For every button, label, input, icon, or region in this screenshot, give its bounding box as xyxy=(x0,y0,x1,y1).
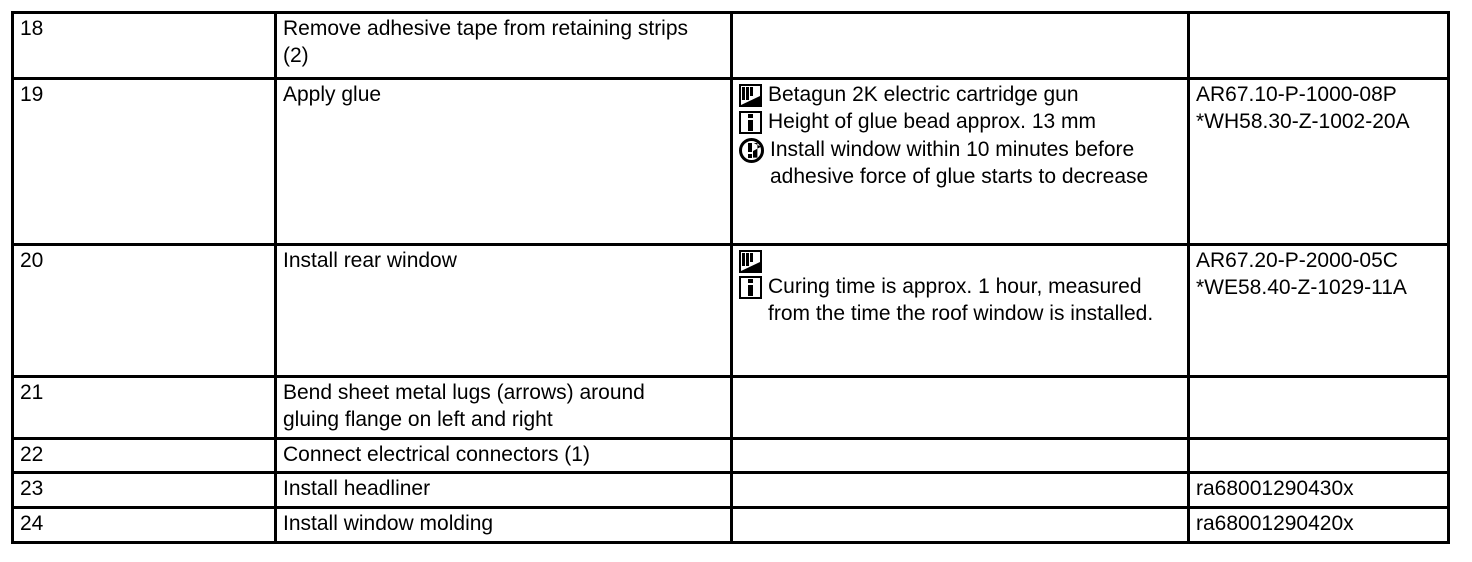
reference-document-cell: AR67.10-P-1000-08P *WH58.30-Z-1002-20A xyxy=(1187,77,1450,246)
task-description-cell: Install rear window xyxy=(274,243,733,378)
note-text: Betagun 2K electric cartridge gun xyxy=(768,83,1079,106)
step-number-cell: 19 xyxy=(11,77,277,246)
table-body: 18 Remove adhesive tape from retaining st… xyxy=(11,11,1450,544)
note-line: Curing time is approx. 1 hour, measured … xyxy=(739,273,1183,328)
task-line: Install headliner xyxy=(283,477,431,500)
table-row: 22 Connect electrical connectors (1) xyxy=(11,437,1450,474)
step-number-cell: 22 xyxy=(11,437,277,474)
note-text: Height of glue bead approx. 13 mm xyxy=(768,110,1097,134)
table-row: 19 Apply glue Betagun 2K electric cartridg… xyxy=(11,77,1450,246)
table-row: 24 Install window molding ra68001290420x xyxy=(11,506,1450,544)
task-line: Install rear window xyxy=(283,249,457,272)
reference-line: ra68001290430x xyxy=(1196,477,1354,500)
step-number-cell: 20 xyxy=(11,243,277,378)
reference-line: ra68001290420x xyxy=(1196,512,1354,535)
task-line: Remove adhesive tape from retaining stri… xyxy=(283,17,689,40)
notes-cell xyxy=(730,506,1190,544)
table-row: 18 Remove adhesive tape from retaining st… xyxy=(11,11,1450,80)
reference-line: AR67.20-P-2000-05C xyxy=(1196,249,1398,272)
task-line: Install window molding xyxy=(283,512,494,535)
table-row: 23 Install headliner ra68001290430x xyxy=(11,471,1450,509)
reference-line: *WE58.40-Z-1029-11A xyxy=(1196,276,1407,300)
notes-cell xyxy=(730,11,1190,80)
task-description-cell: Connect electrical connectors (1) xyxy=(274,437,733,474)
reference-document-cell xyxy=(1187,11,1450,80)
task-line: Connect electrical connectors (1) xyxy=(283,443,590,466)
note-line xyxy=(739,247,1183,273)
table-row: 21 Bend sheet metal lugs (arrows) around g… xyxy=(11,375,1450,440)
info-icon xyxy=(739,111,762,135)
reference-document-cell xyxy=(1187,437,1450,474)
note-text: Curing time is approx. 1 hour, measured … xyxy=(768,275,1154,326)
special-tool-icon xyxy=(739,84,762,107)
time-warning-icon xyxy=(739,137,764,163)
reference-document-cell: AR67.20-P-2000-05C *WE58.40-Z-1029-11A xyxy=(1187,243,1450,378)
task-description-cell: Install headliner xyxy=(274,471,733,509)
step-number-cell: 18 xyxy=(11,11,277,80)
notes-cell xyxy=(730,471,1190,509)
note-line: Betagun 2K electric cartridge gun xyxy=(739,81,1183,108)
task-description-cell: Install window molding xyxy=(274,506,733,544)
step-number-cell: 23 xyxy=(11,471,277,509)
reference-document-cell: ra68001290430x xyxy=(1187,471,1450,509)
procedure-steps-table: 18 Remove adhesive tape from retaining st… xyxy=(11,11,1450,544)
step-number-cell: 24 xyxy=(11,506,277,544)
notes-cell xyxy=(730,437,1190,474)
step-number-cell: 21 xyxy=(11,375,277,440)
reference-document-cell: ra68001290420x xyxy=(1187,506,1450,544)
task-description-cell: Apply glue xyxy=(274,77,733,246)
notes-cell: Curing time is approx. 1 hour, measured … xyxy=(730,243,1190,378)
reference-line: AR67.10-P-1000-08P xyxy=(1196,83,1397,106)
task-line: Bend sheet metal lugs (arrows) around xyxy=(283,381,645,404)
note-text: Install window within 10 minutes before … xyxy=(770,137,1149,188)
reference-document-cell xyxy=(1187,375,1450,440)
reference-line: *WH58.30-Z-1002-20A xyxy=(1196,110,1410,134)
note-line: Install window within 10 minutes before … xyxy=(739,136,1183,191)
info-icon xyxy=(739,276,762,299)
task-line: Apply glue xyxy=(283,83,382,106)
task-description-cell: Bend sheet metal lugs (arrows) around glu… xyxy=(274,375,733,440)
special-tool-icon xyxy=(739,250,762,273)
notes-cell xyxy=(730,375,1190,440)
note-line: Height of glue bead approx. 13 mm xyxy=(739,108,1183,135)
task-description-cell: Remove adhesive tape from retaining stri… xyxy=(274,11,733,80)
task-line: (2) xyxy=(283,44,309,68)
task-line: gluing flange on left and right xyxy=(283,408,553,432)
